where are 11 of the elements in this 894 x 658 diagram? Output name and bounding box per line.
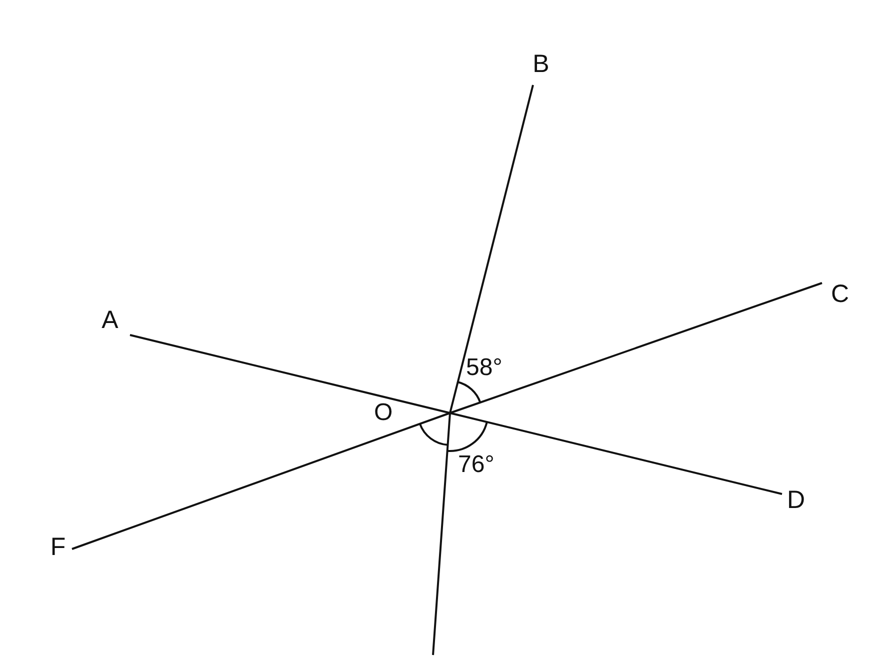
point-label: C — [828, 282, 852, 308]
line — [432, 84, 534, 656]
line — [72, 282, 822, 550]
line — [130, 334, 782, 495]
angle-label: 76° — [458, 453, 494, 477]
point-label: D — [784, 488, 808, 514]
point-label: A — [98, 308, 122, 334]
point-label: B — [529, 52, 553, 78]
point-label: F — [46, 535, 70, 561]
angle-label: 58° — [466, 356, 502, 380]
point-label: O — [374, 401, 393, 425]
